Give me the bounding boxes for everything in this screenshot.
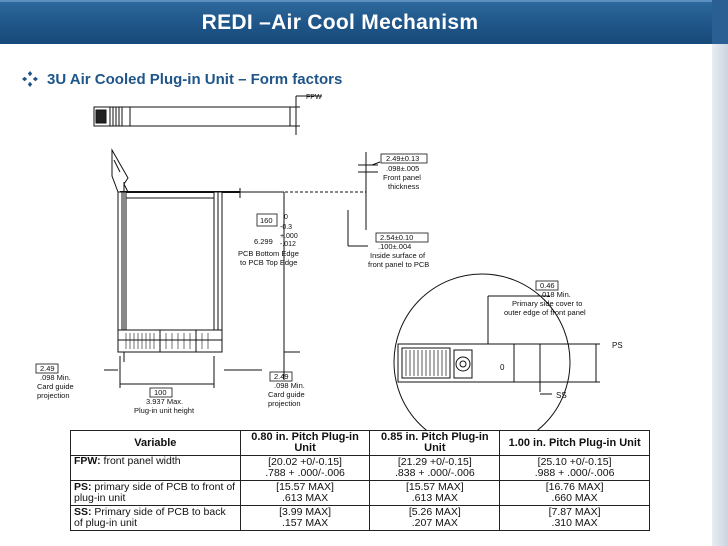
cell-value: [16.76 MAX].660 MAX bbox=[499, 480, 650, 506]
cell-value: [25.10 +0/-0.15].988 + .000/-.006 bbox=[499, 455, 650, 481]
mechanical-drawing: 0 FPW 2.49±0.13 .098±.005 Front panel th… bbox=[35, 94, 623, 430]
svg-text:projection: projection bbox=[37, 391, 70, 400]
svg-text:Card guide: Card guide bbox=[37, 382, 74, 391]
cell-value: [3.99 MAX].157 MAX bbox=[239, 505, 371, 531]
ps-label: PS bbox=[612, 341, 623, 350]
svg-text:Inside surface of: Inside surface of bbox=[370, 251, 426, 260]
table-row: FPW: front panel width [20.02 +0/-0.15].… bbox=[70, 455, 650, 481]
title-bar-highlight bbox=[0, 0, 728, 2]
svg-text:-.012: -.012 bbox=[280, 241, 296, 248]
svg-text:0: 0 bbox=[500, 363, 505, 372]
primary-side-cover-dim: 0.46 .018 Min. Primary side cover to out… bbox=[504, 280, 586, 317]
svg-text:3.937 Max.: 3.937 Max. bbox=[146, 397, 183, 406]
bullet-point: 3U Air Cooled Plug-in Unit – Form factor… bbox=[22, 69, 342, 89]
svg-text:2.49±0.13: 2.49±0.13 bbox=[386, 154, 419, 163]
header-080-pitch: 0.80 in. Pitch Plug-in Unit bbox=[239, 430, 371, 456]
svg-text:2.49: 2.49 bbox=[274, 372, 289, 381]
svg-text:Card guide: Card guide bbox=[268, 390, 305, 399]
fpw-label: FPW bbox=[306, 94, 322, 101]
table-row: PS: primary side of PCB to front of plug… bbox=[70, 480, 650, 506]
svg-text:.098 Min.: .098 Min. bbox=[40, 373, 71, 382]
front-panel-thickness-dim: 2.49±0.13 .098±.005 Front panel thicknes… bbox=[380, 153, 428, 191]
inside-surface-dim: 2.54±0.10 .100±.004 Inside surface of fr… bbox=[368, 232, 429, 269]
right-decor-cap bbox=[712, 0, 728, 44]
front-panel-top-view bbox=[93, 106, 291, 127]
slide-title: REDI –Air Cool Mechanism bbox=[201, 11, 479, 34]
svg-text:.098 Min.: .098 Min. bbox=[274, 381, 305, 390]
svg-text:.018 Min.: .018 Min. bbox=[540, 290, 571, 299]
svg-text:2.49: 2.49 bbox=[40, 364, 55, 373]
cell-value: [21.29 +0/-0.15].838 + .000/-.006 bbox=[369, 455, 501, 481]
svg-text:PCB Bottom Edge: PCB Bottom Edge bbox=[238, 249, 299, 258]
svg-text:Plug-in unit height: Plug-in unit height bbox=[134, 406, 195, 415]
title-bar: REDI –Air Cool Mechanism bbox=[0, 0, 728, 44]
card-guide-right-dim: 2.49 .098 Min. Card guide projection bbox=[268, 371, 305, 408]
row-variable: SS: Primary side of PCB to back of plug-… bbox=[70, 505, 241, 531]
right-decor-panel bbox=[712, 44, 728, 546]
row-variable: PS: primary side of PCB to front of plug… bbox=[70, 480, 241, 506]
cell-value: [5.26 MAX].207 MAX bbox=[369, 505, 501, 531]
form-factor-table: Variable 0.80 in. Pitch Plug-in Unit 0.8… bbox=[70, 430, 650, 531]
svg-text:Primary side cover to: Primary side cover to bbox=[512, 299, 582, 308]
table-row: SS: Primary side of PCB to back of plug-… bbox=[70, 505, 650, 531]
unit-height-dim: 100 3.937 Max. Plug-in unit height bbox=[134, 387, 195, 415]
table-header-row: Variable 0.80 in. Pitch Plug-in Unit 0.8… bbox=[70, 430, 650, 456]
svg-text:.098±.005: .098±.005 bbox=[386, 164, 419, 173]
svg-text:projection: projection bbox=[268, 399, 301, 408]
svg-text:-0.3: -0.3 bbox=[280, 224, 292, 231]
row-variable: FPW: front panel width bbox=[70, 455, 241, 481]
svg-text:0.46: 0.46 bbox=[540, 281, 555, 290]
pcb-height-dim: 160 0 -0.3 +.000 6.299 -.012 PCB Bottom … bbox=[238, 213, 299, 267]
svg-text:6.299: 6.299 bbox=[254, 237, 273, 246]
detail-circle bbox=[393, 273, 571, 430]
cell-value: [20.02 +0/-0.15].788 + .000/-.006 bbox=[239, 455, 371, 481]
svg-text:.100±.004: .100±.004 bbox=[378, 242, 411, 251]
diamond-bullet-icon bbox=[22, 71, 38, 87]
svg-text:+.000: +.000 bbox=[280, 233, 298, 240]
svg-text:to PCB Top Edge: to PCB Top Edge bbox=[240, 258, 297, 267]
svg-text:front panel to PCB: front panel to PCB bbox=[368, 260, 429, 269]
svg-text:160: 160 bbox=[260, 216, 273, 225]
svg-text:thickness: thickness bbox=[388, 182, 420, 191]
svg-text:0: 0 bbox=[284, 214, 288, 221]
bullet-text: 3U Air Cooled Plug-in Unit – Form factor… bbox=[47, 70, 343, 88]
header-100-pitch: 1.00 in. Pitch Plug-in Unit bbox=[499, 430, 650, 456]
header-085-pitch: 0.85 in. Pitch Plug-in Unit bbox=[369, 430, 501, 456]
cell-value: [15.57 MAX].613 MAX bbox=[369, 480, 501, 506]
card-guide-left-dim: 2.49 .098 Min. Card guide projection bbox=[35, 363, 74, 400]
svg-text:2.54±0.10: 2.54±0.10 bbox=[380, 233, 413, 242]
cell-value: [7.87 MAX].310 MAX bbox=[499, 505, 650, 531]
svg-text:Front panel: Front panel bbox=[383, 173, 421, 182]
svg-text:100: 100 bbox=[154, 388, 167, 397]
svg-text:outer edge of front panel: outer edge of front panel bbox=[504, 308, 586, 317]
cell-value: [15.57 MAX].613 MAX bbox=[239, 480, 371, 506]
header-variable: Variable bbox=[70, 430, 241, 456]
ss-label: SS bbox=[556, 391, 567, 400]
right-decor-bar bbox=[712, 0, 728, 546]
